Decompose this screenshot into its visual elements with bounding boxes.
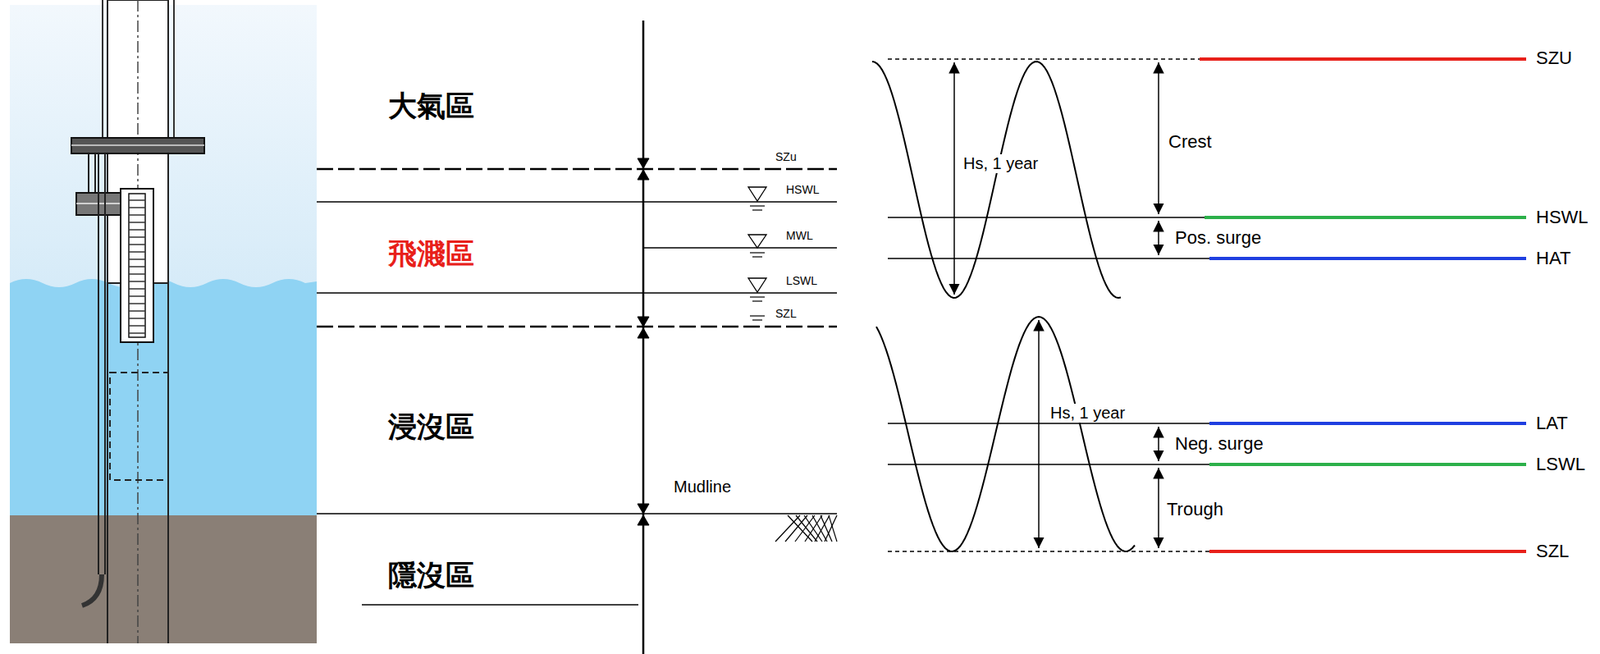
level-label: SZu	[775, 150, 797, 164]
ladder-rung	[128, 302, 146, 305]
zone-label: 浸沒區	[388, 411, 475, 444]
zone-label: 隱沒區	[388, 559, 475, 593]
ladder-rung	[128, 214, 146, 216]
ladder-rung	[128, 236, 146, 238]
ladder-rung	[128, 243, 146, 246]
ladder-rung	[128, 273, 146, 275]
ladder-rung	[128, 265, 146, 268]
zone-diagram	[316, 20, 837, 654]
monopile-illustration	[9, 0, 317, 644]
level-label: HAT	[1536, 247, 1571, 269]
hatch-line	[824, 515, 837, 542]
dimension-label: Pos. surge	[1173, 227, 1263, 248]
ladder-rung	[128, 199, 146, 202]
ladder-rung	[128, 251, 146, 253]
ladder-rung	[128, 324, 146, 327]
wave-curve	[872, 61, 1121, 298]
wave-diagram	[872, 59, 1527, 552]
ladder-rung	[128, 258, 146, 261]
level-label: LSWL	[786, 274, 818, 288]
dimension-label: Neg. surge	[1173, 433, 1266, 454]
level-label: SZU	[1536, 47, 1573, 69]
zone-label: 飛濺區	[388, 237, 475, 271]
hatch-line	[787, 515, 813, 542]
zone-label: 大氣區	[388, 90, 475, 124]
wave-curve	[876, 316, 1135, 552]
level-label: SZL	[775, 306, 797, 320]
dimension-label: Crest	[1168, 131, 1212, 152]
hatch-line	[812, 515, 828, 542]
dimension-label: Trough	[1165, 498, 1226, 520]
ladder-rung	[128, 317, 146, 320]
level-label: HSWL	[786, 182, 819, 197]
level-label: SZL	[1536, 540, 1569, 562]
ladder-rung	[128, 332, 146, 334]
hatch-line	[795, 515, 815, 542]
wave-height-label: Hs, 1 year	[961, 154, 1040, 174]
hatch-line	[828, 515, 837, 542]
ladder-rung	[128, 221, 146, 224]
seabed-label: Mudline	[673, 477, 732, 497]
hatch-line	[785, 515, 808, 542]
level-label: LSWL	[1536, 453, 1586, 475]
ladder-rung	[128, 206, 146, 209]
ladder-rung	[128, 295, 146, 298]
level-label: MWL	[786, 228, 814, 243]
wave-height-label: Hs, 1 year	[1048, 403, 1127, 423]
ladder-rung	[128, 228, 146, 231]
level-label: HSWL	[1536, 206, 1589, 228]
ladder-rung	[128, 280, 146, 283]
ladder-rung	[128, 288, 146, 290]
level-label: LAT	[1536, 412, 1568, 434]
ladder-rung	[128, 310, 146, 312]
